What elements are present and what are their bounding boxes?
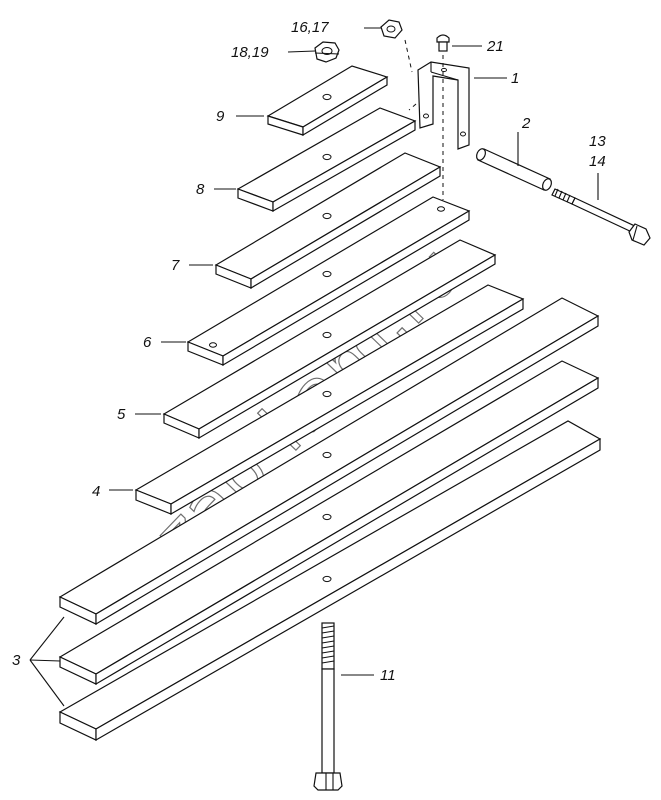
callout-13: 13: [589, 133, 606, 150]
callout-6: 6: [143, 334, 152, 351]
rivet: [436, 34, 450, 52]
clamp-u-bracket: [417, 61, 470, 150]
callout-8: 8: [196, 181, 205, 198]
callout-14: 14: [589, 153, 606, 170]
callout-21: 21: [486, 38, 504, 55]
long-bolt: [551, 188, 651, 246]
leaf-6: [186, 196, 471, 367]
leaf-4: [134, 284, 525, 516]
callout-4: 4: [92, 483, 100, 500]
nut-small: [380, 19, 403, 39]
leaf-5: [162, 239, 497, 440]
callout-11: 11: [380, 667, 396, 684]
alignment-line-bolt-left: [408, 103, 417, 111]
nut-large: [314, 41, 340, 63]
leaf-8: [236, 107, 417, 213]
callout-9: 9: [216, 108, 225, 125]
leaf-3-lower: [58, 420, 602, 742]
callout-5: 5: [117, 406, 126, 423]
callout-1: 1: [511, 70, 519, 87]
leaf-3-upper: [58, 297, 600, 626]
center-bolt: [313, 622, 343, 791]
callout-2: 2: [521, 115, 531, 132]
callout-16-17: 16,17: [291, 19, 329, 36]
leader-lines: [29, 27, 599, 707]
leaf-3-middle: [58, 360, 600, 686]
spacer-tube: [476, 148, 552, 191]
leaf-7: [214, 152, 442, 290]
alignment-line-nut: [404, 39, 413, 73]
callout-3: 3: [12, 652, 21, 669]
leaf-9: [266, 65, 389, 137]
callout-18-19: 18,19: [231, 44, 269, 61]
callout-7: 7: [171, 257, 180, 274]
